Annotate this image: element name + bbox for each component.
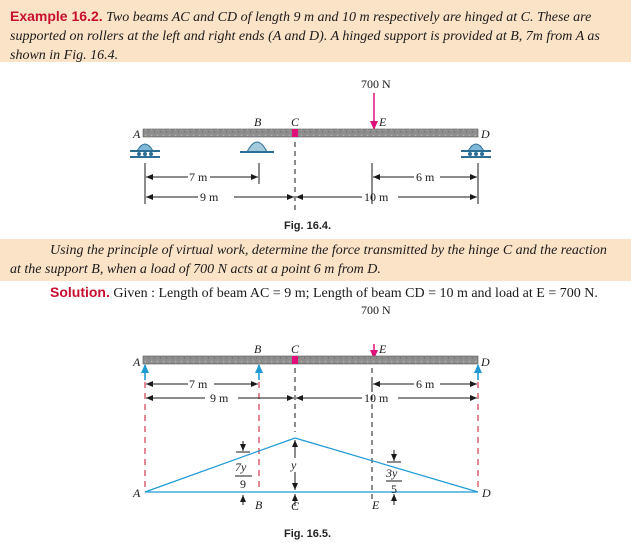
fig1-dim-ab: 7 m bbox=[189, 170, 208, 184]
fig1-dim-ac: 9 m bbox=[200, 190, 219, 204]
solution-line: Solution. Given : Length of beam AC = 9 … bbox=[0, 283, 631, 303]
fig2-deflection-b-den: 9 bbox=[240, 477, 246, 491]
fig2-point-b-bottom: B bbox=[255, 498, 263, 512]
fig1-point-c: C bbox=[291, 115, 300, 129]
question-body: Using the principle of virtual work, det… bbox=[10, 243, 607, 277]
fig2-point-d-top: D bbox=[480, 355, 490, 369]
fig2-hinge-c bbox=[292, 356, 298, 364]
example-statement: Example 16.2. Two beams AC and CD of len… bbox=[0, 0, 631, 63]
question-text: Using the principle of virtual work, det… bbox=[0, 239, 631, 281]
fig1-point-a: A bbox=[132, 127, 141, 141]
fig2-point-a-bottom: A bbox=[132, 486, 141, 500]
fig2-deflection-b-num: 7y bbox=[235, 460, 247, 474]
fig2-dim-ab: 7 m bbox=[189, 377, 208, 391]
fig2-reactions bbox=[141, 364, 482, 380]
fig1-dim-ed: 6 m bbox=[416, 170, 435, 184]
solution-text: Given : Length of beam AC = 9 m; Length … bbox=[113, 286, 598, 301]
fig1-point-b: B bbox=[254, 115, 262, 129]
fig2-deflection-c-label: y bbox=[290, 458, 297, 472]
fig2-load-label: 700 N bbox=[361, 303, 391, 317]
example-label: Example 16.2. bbox=[10, 8, 103, 24]
fig1-load-label: 700 N bbox=[361, 77, 391, 91]
fig2-dim-ac: 9 m bbox=[210, 391, 229, 405]
fig1-roller-support-a bbox=[130, 143, 160, 158]
fig2-dim-cd: 10 m bbox=[364, 391, 389, 405]
fig2-deflection-e bbox=[386, 450, 402, 505]
fig2-point-a-top: A bbox=[132, 355, 141, 369]
fig2-point-e-bottom: E bbox=[371, 498, 380, 512]
fig1-point-d: D bbox=[480, 127, 490, 141]
fig2-dimensions bbox=[146, 378, 477, 401]
fig1-point-e: E bbox=[378, 115, 387, 129]
fig2-point-d-bottom: D bbox=[481, 486, 491, 500]
fig2-point-c-bottom: C bbox=[291, 499, 300, 513]
fig1-dimensions bbox=[144, 163, 479, 204]
fig2-deflection-e-num: 3y bbox=[385, 466, 398, 480]
fig2-point-b-top: B bbox=[254, 342, 262, 356]
fig2-beam bbox=[142, 355, 479, 365]
fig1-dim-cd: 10 m bbox=[364, 190, 389, 204]
fig1-hinge-c bbox=[292, 129, 298, 137]
fig1-beam bbox=[142, 128, 479, 138]
fig1-caption: Fig. 16.4. bbox=[284, 220, 332, 232]
fig2-dashed-verticals bbox=[144, 382, 479, 492]
fig2-point-c-top: C bbox=[291, 342, 300, 356]
fig2-dim-ed: 6 m bbox=[416, 377, 435, 391]
example-text: Two beams AC and CD of length 9 m and 10… bbox=[10, 10, 600, 63]
fig2-deflection-e-den: 5 bbox=[391, 482, 397, 496]
solution-label: Solution. bbox=[50, 284, 110, 300]
figure-16-4: 700 N A B C E D 7 m bbox=[130, 77, 491, 212]
fig2-deflection-diagram bbox=[144, 437, 479, 493]
fig2-point-e-top: E bbox=[378, 342, 387, 356]
figure-16-5: 700 N A B C E D 7 m 9 m 6 m 10 m bbox=[132, 303, 491, 513]
fig2-caption: Fig. 16.5. bbox=[284, 528, 332, 540]
fig1-roller-support-d bbox=[461, 143, 491, 158]
fig1-hinge-support-b bbox=[240, 141, 274, 153]
fig2-deflection-b bbox=[235, 441, 252, 505]
